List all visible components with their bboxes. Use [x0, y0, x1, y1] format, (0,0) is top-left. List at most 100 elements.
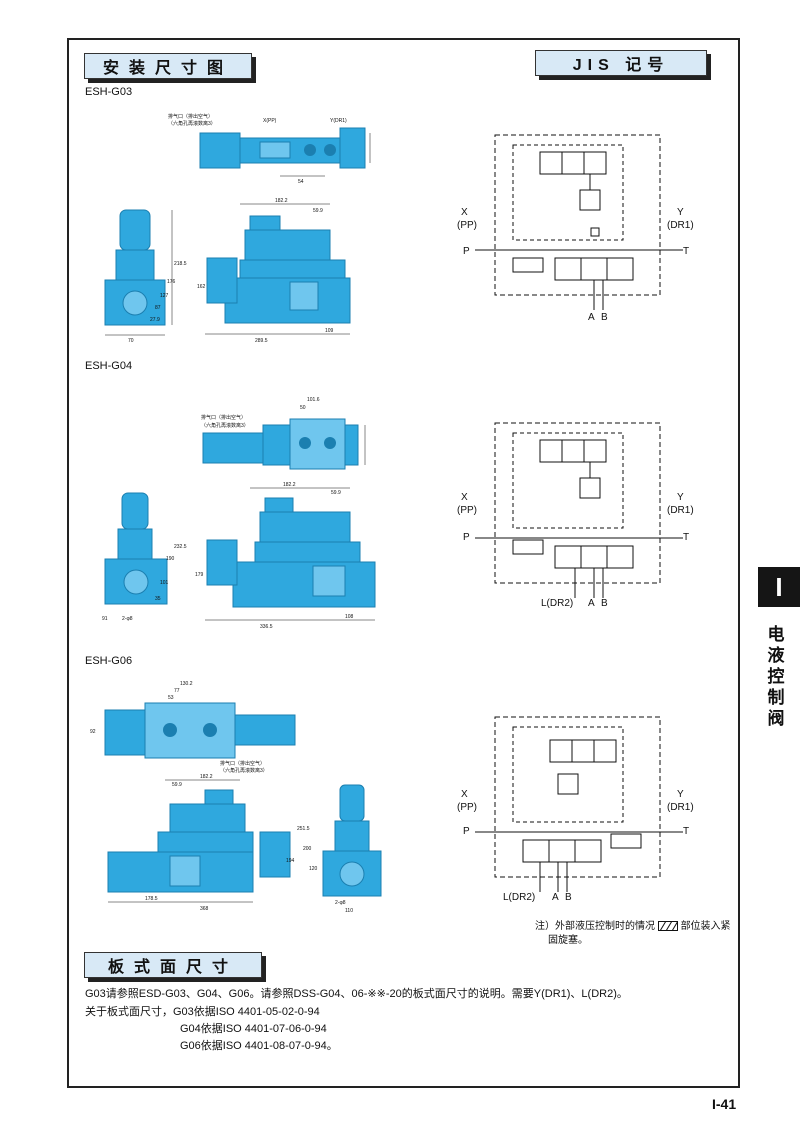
- dim-178: 178.5: [145, 896, 158, 902]
- vent-callout-b: （六角孔再滚数离3）: [168, 120, 216, 127]
- sym-y-g04: Y: [677, 492, 684, 503]
- sym-a-g04: A: [588, 598, 595, 609]
- dim-232: 232.5: [174, 544, 187, 550]
- sym-ldr2-g06: L(DR2): [503, 892, 535, 903]
- sym-p-g06: P: [463, 826, 470, 837]
- sym-a: A: [588, 312, 595, 323]
- dim-2phi8-g06: 2-φ8: [335, 900, 346, 906]
- tab-char-4: 制: [767, 688, 785, 707]
- dim-120: 120: [309, 866, 318, 872]
- dim-179: 179: [195, 572, 204, 578]
- sym-y: Y: [677, 207, 684, 218]
- note-line1: 注）外部液压控制时的情况: [535, 921, 655, 932]
- vent-callout-b-g06: （六角孔再滚数离3）: [220, 767, 268, 774]
- g06-front-view: 182.2 59.9 194 178.5 368: [107, 774, 295, 912]
- dim-162: 162: [197, 284, 206, 290]
- plate-text-line3: G04依据ISO 4401-07-06-0-94: [180, 1023, 327, 1035]
- hatch-icon: [657, 921, 679, 932]
- sym-pp: (PP): [457, 220, 477, 231]
- dim-35: 35: [155, 596, 161, 602]
- dim-59: 59.9: [313, 208, 323, 214]
- dim-92: 92: [90, 729, 96, 735]
- sym-dr1-g04: (DR1): [667, 505, 694, 516]
- sym-pp-g04: (PP): [457, 505, 477, 516]
- dim-87: 87: [155, 305, 161, 311]
- x-pp-callout: X(PP): [263, 118, 277, 124]
- dim-127: 127: [160, 293, 169, 299]
- sym-pp-g06: (PP): [457, 802, 477, 813]
- sym-b: B: [601, 312, 608, 323]
- model-label-g04: ESH-G04: [85, 360, 133, 372]
- dim-27: 27.9: [150, 317, 160, 323]
- dim-109: 109: [325, 328, 334, 334]
- sym-dr1: (DR1): [667, 220, 694, 231]
- vent-callout-a-g04: 排气口（排出空气）: [201, 414, 246, 421]
- dim-251: 251.5: [297, 826, 310, 832]
- dim-182-g04: 182.2: [283, 482, 296, 488]
- sym-x: X: [461, 207, 468, 218]
- sym-b-g04: B: [601, 598, 608, 609]
- sym-t-g04: T: [683, 532, 689, 543]
- sym-b-g06: B: [565, 892, 572, 903]
- dim-130: 130.2: [180, 681, 193, 687]
- g06-top-view: 130.2 77 53 92 排气口（排出空气） （六角孔再滚数离3）: [90, 681, 296, 774]
- sym-a-g06: A: [552, 892, 559, 903]
- plug-note: 注）外部液压控制时的情况 部位装入紧 固旋塞。: [535, 920, 731, 948]
- page-frame: [67, 38, 740, 1088]
- dim-54: 54: [298, 179, 304, 185]
- note-line1b: 部位装入紧: [680, 921, 731, 932]
- dim-368: 368: [200, 906, 209, 912]
- dim-110: 110: [345, 908, 353, 914]
- model-label-g03: ESH-G03: [85, 86, 133, 98]
- sym-p: P: [463, 246, 470, 257]
- dim-190: 190: [166, 556, 175, 562]
- sym-x-g06: X: [461, 789, 468, 800]
- g04-side-view: 2-φ8 91 232.5 190 101 35: [102, 492, 187, 622]
- vent-callout-a-g06: 排气口（排出空气）: [220, 760, 265, 767]
- jis-symbol-header: JIS 记号: [535, 50, 707, 76]
- vent-callout-b-g04: （六角孔再滚数离3）: [201, 422, 249, 429]
- section-tab: I: [758, 567, 800, 607]
- dim-182-g06: 182.2: [200, 774, 213, 780]
- dim-108: 108: [345, 614, 354, 620]
- note-line2: 固旋塞。: [548, 935, 588, 946]
- tab-char-3: 控: [767, 667, 785, 686]
- dim-101v: 101: [160, 580, 169, 586]
- plate-text-line4: G06依据ISO 4401-08-07-0-94。: [180, 1040, 338, 1052]
- dim-91: 91: [102, 616, 108, 622]
- dim-101: 101.6: [307, 397, 320, 403]
- vent-callout-a: 排气口（排出空气）: [168, 113, 213, 120]
- tab-char-1: 电: [767, 625, 785, 644]
- sym-ldr2-g04: L(DR2): [541, 598, 573, 609]
- tab-char-2: 液: [767, 646, 785, 665]
- plate-text-line1: G03请参照ESD-G03、G04、G06。请参照DSS-G04、06-※※-2…: [85, 988, 628, 1000]
- g06-side-view: 251.5 200 120 2-φ8 110: [297, 784, 382, 914]
- dim-70: 70: [128, 338, 134, 344]
- section-tab-label: 电 液 控 制 阀: [764, 624, 788, 729]
- dim-218: 218.5: [174, 261, 187, 267]
- dim-200: 200: [303, 846, 312, 852]
- page-number: I-41: [712, 1096, 737, 1112]
- dim-176: 176: [167, 279, 176, 285]
- dim-194: 194: [286, 858, 295, 864]
- g04-top-view: 排气口（排出空气） （六角孔再滚数离3） 101.6 50: [201, 397, 366, 470]
- g04-front-view: 182.2 59.9 179 336.5 108: [195, 482, 376, 630]
- tab-char-5: 阀: [767, 709, 785, 728]
- sym-t-g06: T: [683, 826, 689, 837]
- model-label-g06: ESH-G06: [85, 655, 133, 667]
- dim-59-g06: 59.9: [172, 782, 182, 788]
- sym-t: T: [683, 246, 689, 257]
- dim-50: 50: [300, 405, 306, 411]
- sym-dr1-g06: (DR1): [667, 802, 694, 813]
- dim-59-g04: 59.9: [331, 490, 341, 496]
- dim-2phi8-g04: 2-φ8: [122, 616, 133, 622]
- g03-top-view: 排气口（排出空气） （六角孔再滚数离3） X(PP) Y(DR1) 54: [168, 113, 371, 185]
- jis-symbol-g06: X (PP) Y (DR1) P T L(DR2) A B: [457, 716, 694, 903]
- plate-dims-header: 板式面尺寸: [84, 952, 262, 978]
- install-dims-header: 安装尺寸图: [84, 53, 252, 79]
- dim-289: 289.5: [255, 338, 268, 344]
- dim-77: 77: [174, 688, 180, 694]
- dim-336: 336.5: [260, 624, 273, 630]
- jis-symbol-g03: X (PP) Y (DR1) P T A B: [457, 134, 694, 323]
- plate-text-line2: 关于板式面尺寸，G03依据ISO 4401-05-02-0-94: [85, 1006, 320, 1018]
